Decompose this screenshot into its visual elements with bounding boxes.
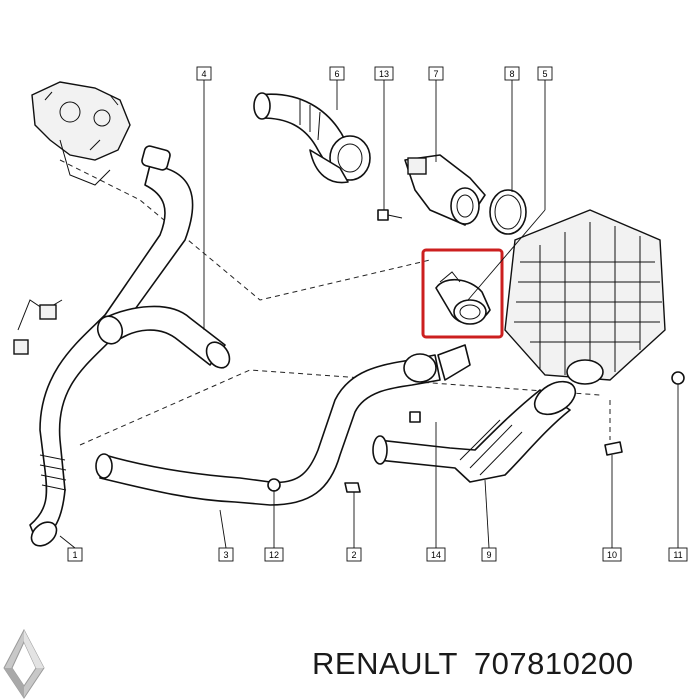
brand-caption: RENAULT 707810200 <box>312 646 634 682</box>
part-7-air-flow-sensor <box>404 154 486 226</box>
callout-14-label: 14 <box>431 550 441 560</box>
part-5-highlighted-sleeve <box>421 248 504 339</box>
callout-11-label: 11 <box>673 550 682 560</box>
intercooler-part <box>504 209 666 385</box>
callout-5-label: 5 <box>542 69 547 79</box>
renault-diamond-logo <box>3 628 45 699</box>
callout-11: 11 <box>668 547 688 562</box>
callout-6: 6 <box>329 66 345 81</box>
callout-9: 9 <box>481 547 497 562</box>
callout-1: 1 <box>67 547 83 562</box>
callout-12-label: 12 <box>269 550 279 560</box>
leader-lines <box>59 80 679 549</box>
part-14-bolt <box>409 411 421 423</box>
callout-3-label: 3 <box>223 550 228 560</box>
part-12-fitting <box>267 478 281 492</box>
part-9-outlet-hose <box>372 380 577 483</box>
callout-9-label: 9 <box>486 550 491 560</box>
callout-8-label: 8 <box>509 69 514 79</box>
callout-1-label: 1 <box>72 550 77 560</box>
callout-12: 12 <box>264 547 284 562</box>
part-3-lower-hose <box>95 344 471 506</box>
callout-13: 13 <box>374 66 394 81</box>
callout-4: 4 <box>196 66 212 81</box>
callout-7: 7 <box>428 66 444 81</box>
part-13-bolt <box>377 209 403 221</box>
callout-4-label: 4 <box>201 69 206 79</box>
part-6-corrugated-hose <box>253 92 371 184</box>
part-1-left-intake-pipe <box>13 145 194 547</box>
part-2-sensor <box>344 482 361 493</box>
callout-2: 2 <box>346 547 362 562</box>
part-number: 707810200 <box>473 646 634 681</box>
part-11-grommet <box>671 371 685 385</box>
assembly-guide-lines <box>59 159 611 446</box>
callout-5: 5 <box>537 66 553 81</box>
part-4-curved-hose <box>96 305 231 369</box>
callout-3: 3 <box>218 547 234 562</box>
callout-boxes: 1 2 3 4 5 6 7 8 <box>67 66 688 562</box>
callout-10-label: 10 <box>607 550 617 560</box>
callout-10: 10 <box>602 547 622 562</box>
callout-6-label: 6 <box>334 69 339 79</box>
callout-13-label: 13 <box>379 69 389 79</box>
callout-7-label: 7 <box>433 69 438 79</box>
brand-name: RENAULT <box>312 646 458 681</box>
callout-14: 14 <box>426 547 446 562</box>
callout-2-label: 2 <box>351 550 356 560</box>
callout-8: 8 <box>504 66 520 81</box>
turbo-body-part <box>31 81 131 186</box>
part-10-clip <box>604 441 623 456</box>
part-8-o-ring <box>489 189 527 235</box>
